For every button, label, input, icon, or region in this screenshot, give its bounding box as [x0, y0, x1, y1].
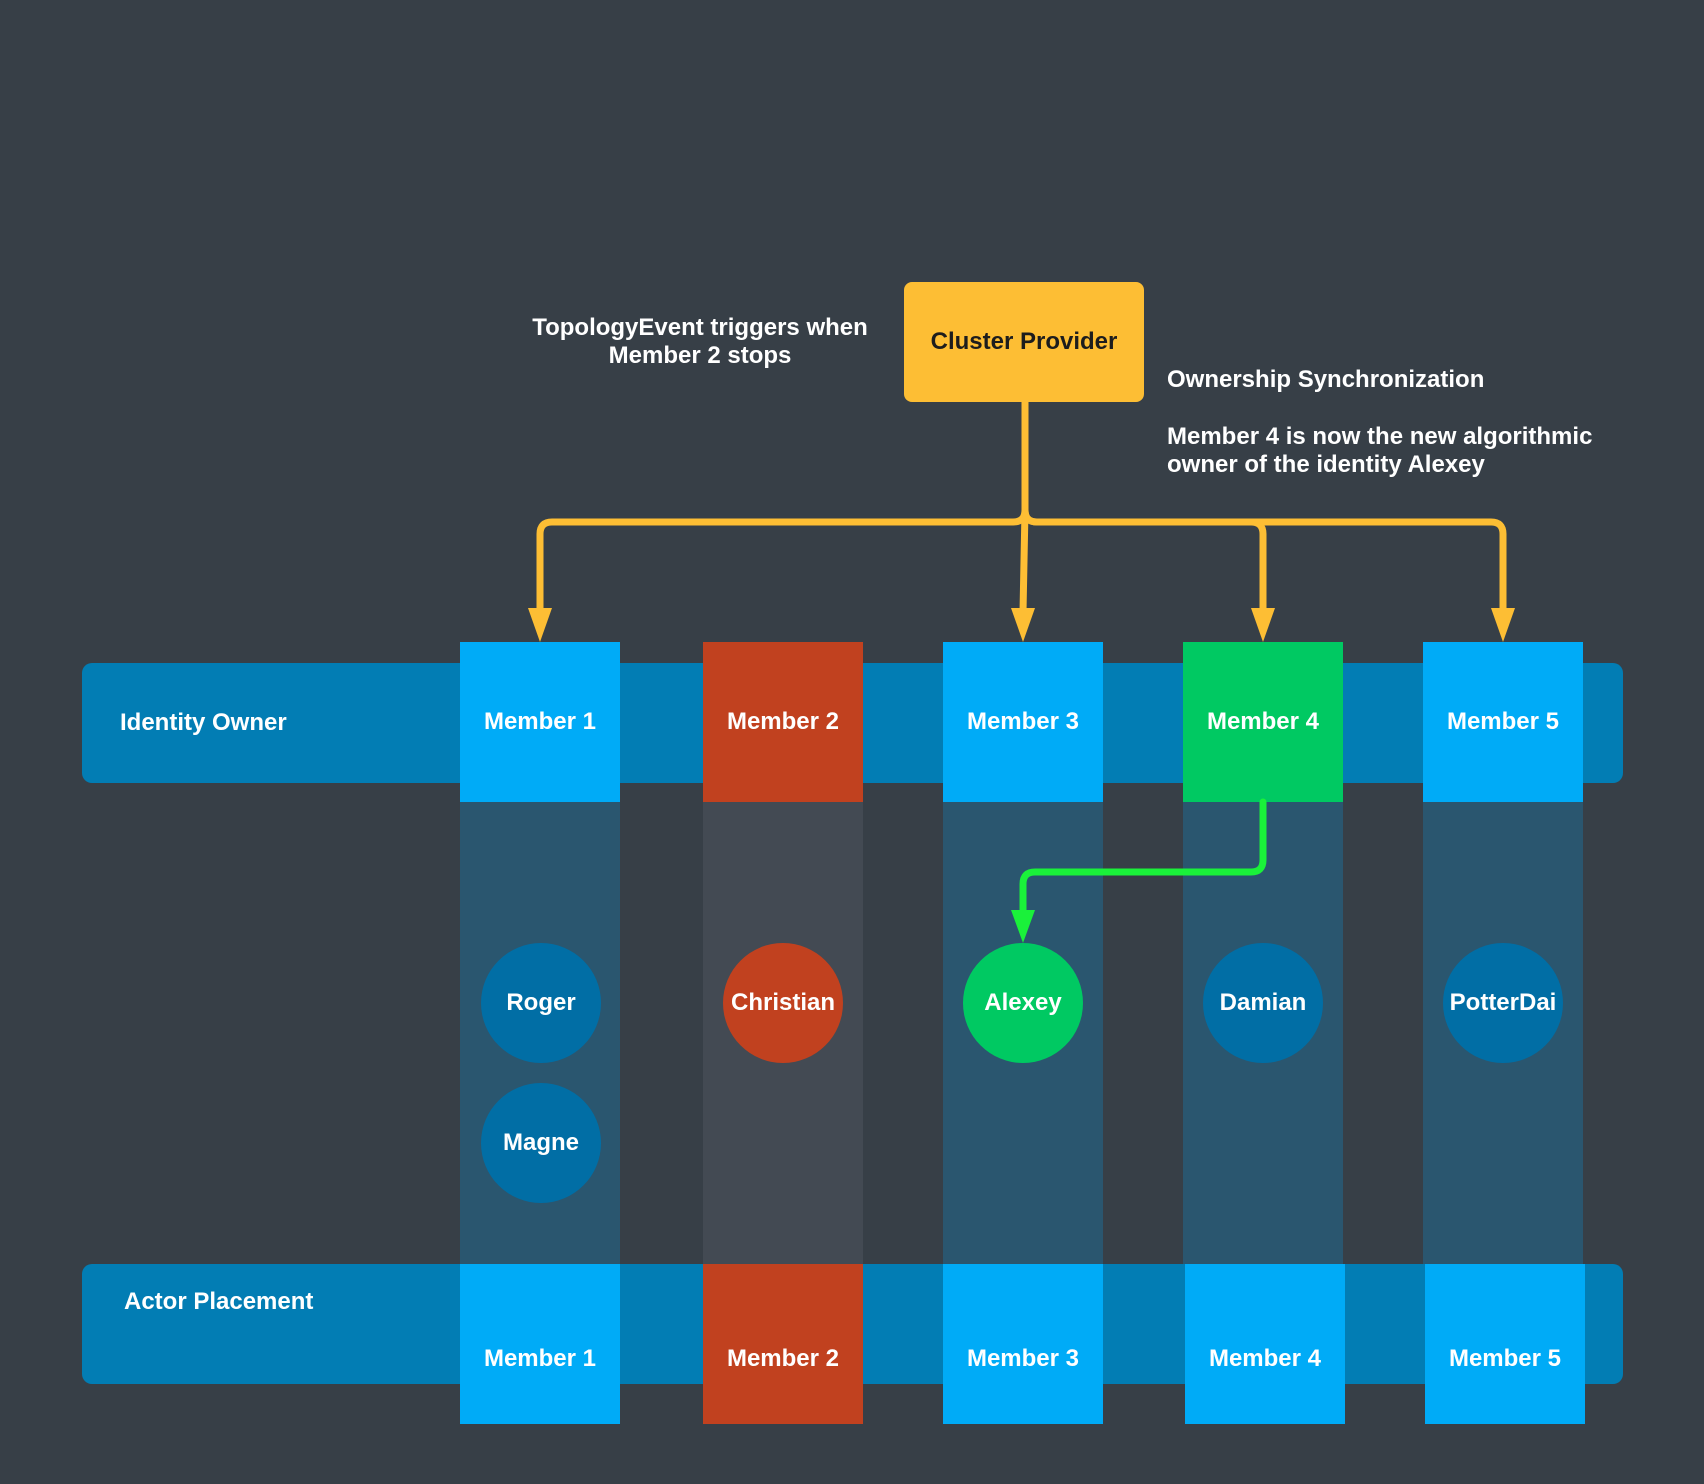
actor-placement-label: Actor Placement	[124, 1288, 314, 1315]
actor-roger: Roger	[481, 943, 601, 1063]
arrowhead-member-4	[1251, 608, 1275, 642]
cluster-provider-box: Cluster Provider	[904, 282, 1144, 402]
identity-member-4: Member 4	[1183, 642, 1343, 802]
topology-note-line-1: TopologyEvent triggers when	[532, 314, 868, 341]
actor-damian: Damian	[1203, 943, 1323, 1063]
ownership-sync-line-1: Member 4 is now the new algorithmic	[1167, 423, 1593, 450]
identity-member-5: Member 5	[1423, 642, 1583, 802]
placement-member-2: Member 2	[703, 1264, 863, 1424]
placement-member-4: Member 4	[1185, 1264, 1345, 1424]
placement-member-5: Member 5	[1425, 1264, 1585, 1424]
ownership-sync-title: Ownership Synchronization	[1167, 366, 1485, 393]
ownership-sync-note: Member 4 is now the new algorithmic owne…	[1167, 423, 1627, 479]
identity-member-2: Member 2	[703, 642, 863, 802]
identity-owner-label: Identity Owner	[120, 709, 287, 736]
topology-arrow-to-member-3	[1019, 506, 1029, 616]
identity-member-1: Member 1	[460, 642, 620, 802]
actor-christian: Christian	[723, 943, 843, 1063]
topology-arrow-to-member-1	[536, 506, 1029, 616]
actor-potterdai: PotterDai	[1443, 943, 1563, 1063]
placement-member-1: Member 1	[460, 1264, 620, 1424]
actor-magne: Magne	[481, 1083, 601, 1203]
placement-member-3: Member 3	[943, 1264, 1103, 1424]
ownership-sync-line-2: owner of the identity Alexey	[1167, 451, 1485, 478]
topology-arrow-to-member-5	[1021, 506, 1507, 616]
arrowhead-member-1	[528, 608, 552, 642]
topology-arrow-to-member-4	[1021, 506, 1267, 616]
topology-note: TopologyEvent triggers when Member 2 sto…	[500, 314, 900, 370]
arrowhead-member-5	[1491, 608, 1515, 642]
identity-member-3: Member 3	[943, 642, 1103, 802]
arrowhead-member-3	[1011, 608, 1035, 642]
topology-note-line-2: Member 2 stops	[608, 342, 792, 369]
actor-alexey: Alexey	[963, 943, 1083, 1063]
